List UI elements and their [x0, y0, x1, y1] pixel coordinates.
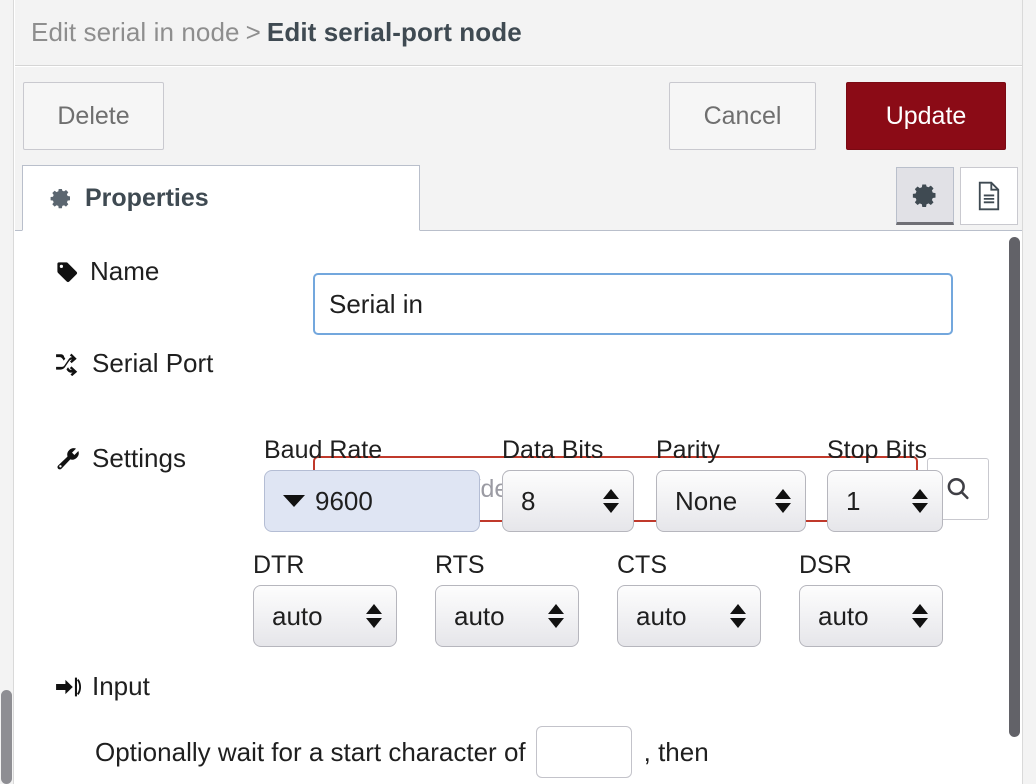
dsr-value: auto	[818, 600, 869, 631]
breadcrumb-separator: >	[245, 17, 261, 47]
baud-rate-value: 9600	[315, 485, 373, 516]
cancel-button[interactable]: Cancel	[669, 82, 816, 150]
window-right-edge	[1022, 0, 1036, 784]
baud-rate-select[interactable]: 9600	[264, 470, 480, 532]
name-input[interactable]	[313, 273, 953, 335]
tab-properties[interactable]: Properties	[22, 165, 420, 231]
tab-properties-label: Properties	[85, 183, 209, 212]
chevron-down-icon	[283, 495, 305, 507]
spinner-icon	[730, 604, 746, 628]
sign-in-icon	[55, 676, 81, 698]
stop-bits-value: 1	[846, 485, 861, 516]
description-icon	[975, 181, 1003, 211]
dsr-group: DSR auto	[799, 551, 943, 647]
name-label: Name	[55, 256, 159, 287]
serial-port-row: Serial Port	[55, 348, 989, 522]
dialog-action-bar: Delete Cancel Update	[15, 67, 1022, 157]
baud-rate-group: Baud Rate 9600	[264, 436, 480, 532]
cts-group: CTS auto	[617, 551, 761, 647]
rts-select[interactable]: auto	[435, 585, 579, 647]
settings-row: Settings	[55, 443, 186, 474]
parity-group: Parity None	[656, 436, 806, 532]
parity-value: None	[675, 485, 738, 516]
baud-rate-caption: Baud Rate	[264, 436, 383, 464]
breadcrumb: Edit serial in node>Edit serial-port nod…	[31, 17, 522, 48]
dtr-caption: DTR	[253, 551, 305, 579]
properties-panel: Name Serial Port	[15, 231, 1022, 784]
data-bits-select[interactable]: 8	[502, 470, 634, 532]
start-character-text-before: Optionally wait for a start character of	[95, 736, 526, 767]
name-row: Name	[55, 256, 953, 335]
wrench-icon	[55, 446, 81, 472]
dialog-header: Edit serial in node>Edit serial-port nod…	[15, 0, 1022, 66]
input-section-header: Input	[55, 671, 150, 702]
cts-caption: CTS	[617, 551, 667, 579]
data-bits-value: 8	[521, 485, 536, 516]
rts-group: RTS auto	[435, 551, 579, 647]
name-label-text: Name	[90, 256, 160, 286]
cts-value: auto	[636, 600, 687, 631]
properties-scrollbar-thumb[interactable]	[1009, 237, 1020, 737]
input-section-label: Input	[55, 671, 150, 702]
dsr-caption: DSR	[799, 551, 852, 579]
dtr-group: DTR auto	[253, 551, 397, 647]
input-section-label-text: Input	[92, 671, 150, 701]
tab-strip-underline	[15, 230, 1022, 231]
search-icon	[944, 475, 972, 503]
breadcrumb-parent[interactable]: Edit serial in node	[31, 17, 240, 47]
parity-caption: Parity	[656, 436, 720, 464]
start-character-input[interactable]	[535, 726, 632, 778]
spinner-icon	[548, 604, 564, 628]
properties-view-button[interactable]	[896, 167, 954, 225]
start-character-text-after: , then	[643, 736, 709, 767]
stop-bits-select[interactable]: 1	[827, 470, 943, 532]
spinner-icon	[912, 604, 928, 628]
dtr-select[interactable]: auto	[253, 585, 397, 647]
update-button[interactable]: Update	[846, 82, 1006, 150]
rts-value: auto	[454, 600, 505, 631]
breadcrumb-current: Edit serial-port node	[266, 17, 522, 47]
settings-label-text: Settings	[92, 443, 186, 473]
properties-scrollbar-track[interactable]	[1007, 231, 1022, 784]
cts-select[interactable]: auto	[617, 585, 761, 647]
gear-icon	[49, 186, 73, 210]
parity-select[interactable]: None	[656, 470, 806, 532]
spinner-icon	[775, 489, 791, 513]
stop-bits-group: Stop Bits 1	[827, 436, 943, 532]
tag-icon	[55, 260, 79, 284]
spinner-icon	[912, 489, 928, 513]
spinner-icon	[603, 489, 619, 513]
settings-label: Settings	[55, 443, 186, 474]
start-character-row: Optionally wait for a start character of…	[95, 726, 709, 778]
rts-caption: RTS	[435, 551, 485, 579]
data-bits-group: Data Bits 8	[502, 436, 634, 532]
page-scrollbar-thumb[interactable]	[1, 690, 12, 784]
dtr-value: auto	[272, 600, 323, 631]
window-left-edge	[0, 0, 14, 784]
serial-port-label-text: Serial Port	[92, 348, 214, 378]
spinner-icon	[366, 604, 382, 628]
description-view-button[interactable]	[960, 167, 1018, 225]
dsr-select[interactable]: auto	[799, 585, 943, 647]
stop-bits-caption: Stop Bits	[827, 436, 928, 464]
delete-button[interactable]: Delete	[23, 82, 164, 150]
serial-port-label: Serial Port	[55, 348, 213, 379]
data-bits-caption: Data Bits	[502, 436, 604, 464]
random-icon	[55, 352, 81, 376]
tab-strip: Properties	[15, 157, 1022, 231]
gear-icon	[911, 181, 939, 209]
